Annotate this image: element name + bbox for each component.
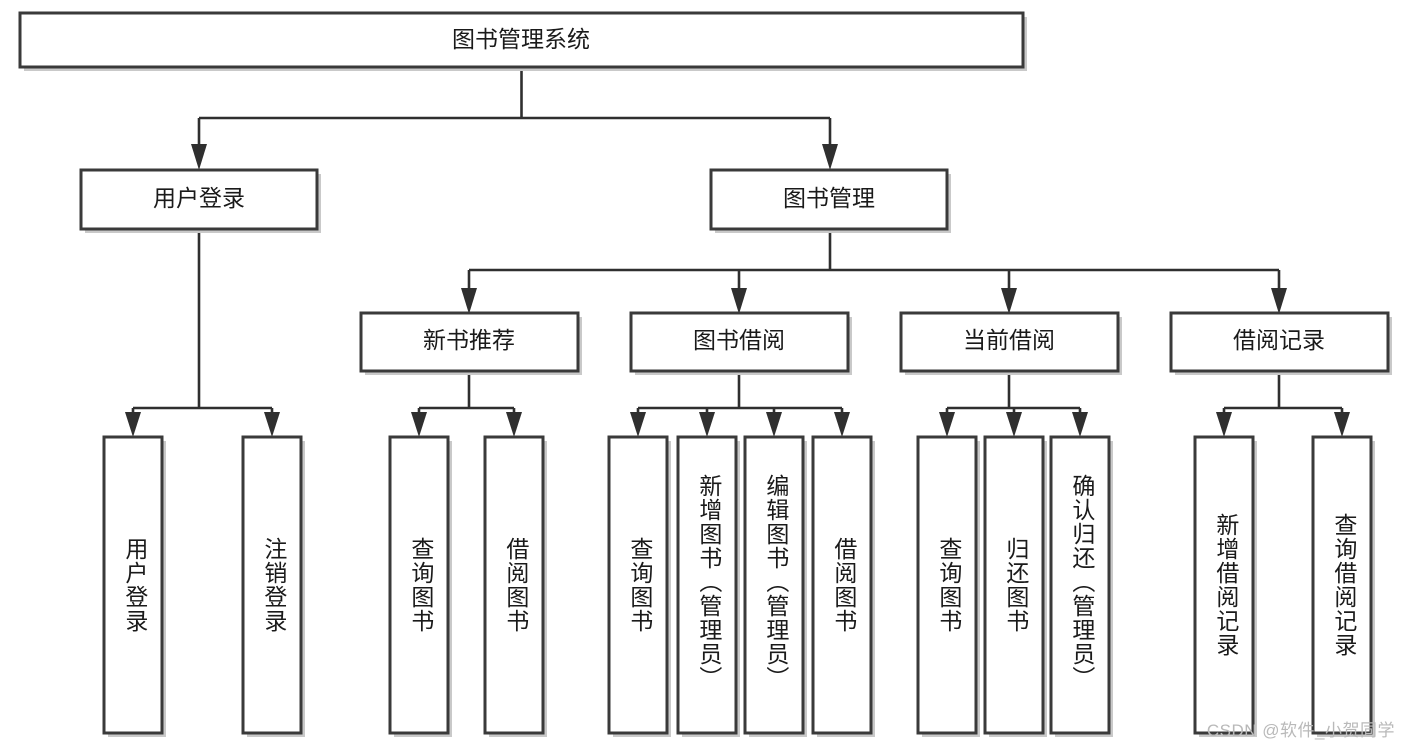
user-login-rect [79, 168, 319, 231]
arrow-return-book [1006, 412, 1022, 437]
leaf-borrow-book-1-label: 借阅图书 [503, 537, 530, 633]
node-leaf-user-login[interactable]: 用户登录 [102, 435, 166, 737]
leaf-borrow-book-2-rect [811, 435, 873, 735]
borrow-record-label: 借阅记录 [1233, 327, 1325, 353]
leaf-return-book-label: 归还图书 [1003, 537, 1030, 633]
leaf-query-book-1-label: 查询图书 [408, 537, 435, 633]
arrow-query-record [1334, 412, 1350, 437]
arrow-add-book [699, 412, 715, 437]
leaf-confirm-return-rect [1049, 435, 1111, 735]
leaf-query-record-rect [1311, 435, 1373, 735]
leaf-query-book-2-label: 查询图书 [627, 537, 654, 633]
arrow-borrow-book-2 [834, 412, 850, 437]
leaf-query-book-1-rect [388, 435, 450, 735]
node-user-login[interactable]: 用户登录 [79, 168, 321, 233]
node-leaf-query-book-3[interactable]: 查询图书 [916, 435, 980, 737]
root-rect [18, 11, 1025, 69]
node-current-borrow[interactable]: 当前借阅 [899, 311, 1122, 375]
new-book-rec-label: 新书推荐 [423, 327, 515, 353]
leaf-query-book-3-rect [916, 435, 978, 735]
book-manage-label: 图书管理 [783, 185, 875, 211]
leaf-query-book-3-label: 查询图书 [936, 537, 963, 633]
leaf-return-book-rect [983, 435, 1045, 735]
leaf-borrow-book-2-label: 借阅图书 [831, 537, 858, 633]
node-leaf-query-record[interactable]: 查询借阅记录 [1311, 435, 1375, 737]
node-book-manage[interactable]: 图书管理 [709, 168, 951, 233]
current-borrow-label: 当前借阅 [963, 327, 1055, 353]
arrow-user-login [191, 144, 207, 170]
node-leaf-return-book[interactable]: 归还图书 [983, 435, 1047, 737]
leaf-query-record-label: 查询借阅记录 [1331, 513, 1358, 657]
node-borrow-record[interactable]: 借阅记录 [1169, 311, 1392, 375]
node-leaf-query-book-2[interactable]: 查询图书 [607, 435, 671, 737]
node-book-borrow[interactable]: 图书借阅 [629, 311, 852, 375]
node-leaf-logout[interactable]: 注销登录 [241, 435, 305, 737]
leaf-borrow-book-1-rect [483, 435, 545, 735]
leaf-add-record-label: 新增借阅记录 [1213, 513, 1240, 657]
node-leaf-borrow-book-1[interactable]: 借阅图书 [483, 435, 547, 737]
arrow-confirm-return [1072, 412, 1088, 437]
leaf-edit-book-label: 编辑图书（管理员） [763, 474, 790, 690]
arrow-leaf-user-login [125, 412, 141, 437]
user-login-label: 用户登录 [153, 185, 245, 211]
node-leaf-add-book[interactable]: 新增图书（管理员） [676, 435, 740, 737]
node-new-book-rec[interactable]: 新书推荐 [359, 311, 582, 375]
leaf-add-book-rect [676, 435, 738, 735]
node-root[interactable]: 图书管理系统 [18, 11, 1027, 71]
book-borrow-label: 图书借阅 [693, 327, 785, 353]
arrow-query-book-2 [630, 412, 646, 437]
arrow-query-book-1 [411, 412, 427, 437]
csdn-watermark: CSDN @软件_小贺同学 [1206, 721, 1395, 740]
leaf-user-login-label: 用户登录 [122, 537, 149, 633]
connectors [125, 67, 1350, 437]
leaf-confirm-return-label: 确认归还（管理员） [1069, 474, 1096, 690]
new-book-rec-rect [359, 311, 580, 373]
arrow-leaf-logout [264, 412, 280, 437]
arrow-new-book-rec [461, 288, 477, 314]
leaf-logout-label: 注销登录 [261, 537, 288, 633]
leaf-add-record-rect [1193, 435, 1255, 735]
node-leaf-borrow-book-2[interactable]: 借阅图书 [811, 435, 875, 737]
leaf-query-book-2-rect [607, 435, 669, 735]
node-leaf-query-book-1[interactable]: 查询图书 [388, 435, 452, 737]
arrow-query-book-3 [939, 412, 955, 437]
arrow-add-record [1216, 412, 1232, 437]
borrow-record-rect [1169, 311, 1390, 373]
node-leaf-confirm-return[interactable]: 确认归还（管理员） [1049, 435, 1113, 737]
root-label: 图书管理系统 [452, 26, 590, 52]
leaf-logout-rect [241, 435, 303, 735]
arrow-book-manage [822, 144, 838, 170]
leaf-add-book-label: 新增图书（管理员） [696, 474, 723, 690]
leaf-edit-book-rect [743, 435, 805, 735]
arrow-borrow-book-1 [506, 412, 522, 437]
book-borrow-rect [629, 311, 850, 373]
current-borrow-rect [899, 311, 1120, 373]
book-manage-rect [709, 168, 949, 231]
node-leaf-add-record[interactable]: 新增借阅记录 [1193, 435, 1257, 737]
arrow-borrow-record [1271, 288, 1287, 314]
node-leaf-edit-book[interactable]: 编辑图书（管理员） [743, 435, 807, 737]
arrow-book-borrow [731, 288, 747, 314]
leaf-user-login-rect [102, 435, 164, 735]
arrow-edit-book [766, 412, 782, 437]
arrow-current-borrow [1001, 288, 1017, 314]
